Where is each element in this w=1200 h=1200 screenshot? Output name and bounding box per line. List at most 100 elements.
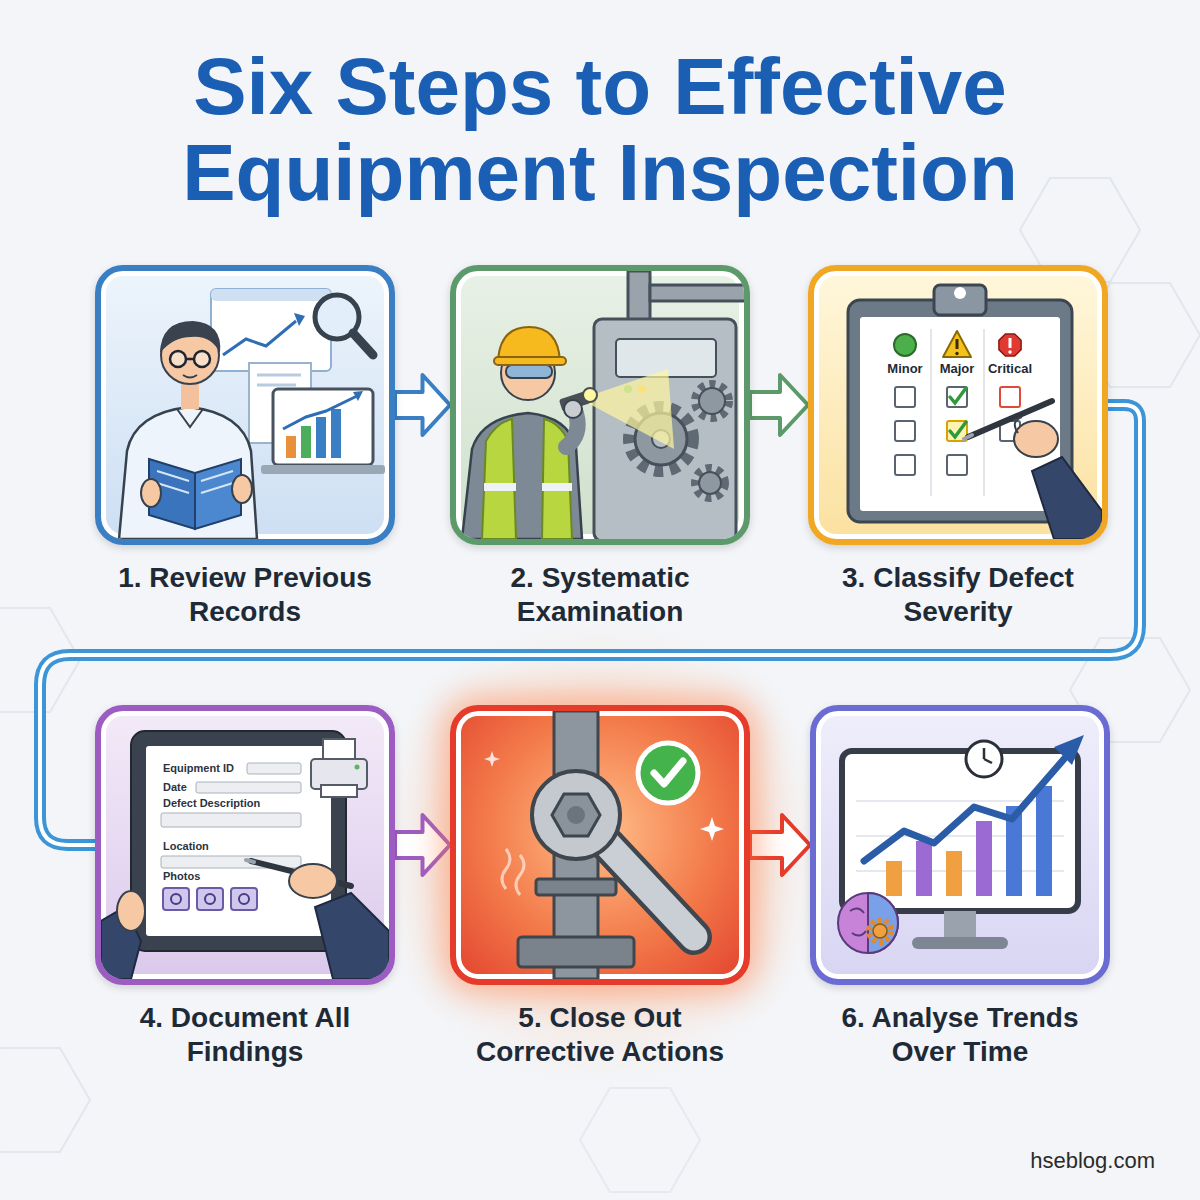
- trends-illustration-part: [1036, 786, 1052, 896]
- flow-arrow: [750, 815, 810, 875]
- records-illustration-part: [157, 471, 189, 481]
- severity-illustration-part: [947, 387, 967, 407]
- records-illustration-part: [353, 333, 373, 355]
- trends-illustration-part: [944, 911, 976, 939]
- trends-illustration-part: [1054, 735, 1084, 765]
- records-illustration-part: [201, 471, 233, 481]
- examination-illustration-part: [580, 369, 674, 449]
- records-illustration-part: [223, 321, 296, 355]
- examination-illustration-part: [498, 327, 560, 361]
- examination-illustration-part: [650, 285, 744, 301]
- documentation-illustration-part: [205, 894, 215, 904]
- form-field-label: Defect Description: [163, 797, 260, 810]
- form-field-label: Photos: [163, 870, 200, 883]
- documentation-illustration-part: [231, 888, 257, 910]
- corrective-illustration: [456, 711, 744, 979]
- step-node: 1. Review Previous Records: [95, 265, 395, 629]
- watermark: hseblog.com: [1030, 1148, 1155, 1173]
- severity-illustration-part: [1015, 417, 1022, 433]
- trends-illustration-part: [873, 924, 887, 938]
- trends-illustration-part: [856, 835, 1064, 837]
- step-tile: [450, 265, 750, 545]
- records-illustration-part: [141, 479, 161, 507]
- records-illustration-part: [261, 465, 385, 474]
- severity-illustration-part: [895, 387, 915, 407]
- documentation-illustration-part: [323, 739, 355, 761]
- records-illustration-part: [160, 321, 220, 353]
- examination-illustration-part: [494, 357, 566, 365]
- severity-illustration-part: [983, 329, 985, 496]
- step-tile: [808, 265, 1108, 545]
- step-node: 5. Close Out Corrective Actions: [450, 705, 750, 1069]
- corrective-illustration-part: [654, 761, 683, 784]
- corrective-illustration-part: [700, 817, 724, 841]
- severity-illustration-part: [943, 331, 971, 357]
- examination-illustration: [456, 271, 744, 539]
- documentation-illustration-part: [197, 888, 223, 910]
- records-illustration-part: [177, 409, 203, 427]
- step-node: 3. Classify Defect Severity: [808, 265, 1108, 629]
- trends-illustration-part: [976, 821, 992, 896]
- records-illustration-part: [183, 375, 197, 378]
- records-illustration-part: [119, 407, 257, 539]
- corrective-illustration-part: [532, 771, 620, 859]
- flow-arrow: [395, 375, 450, 435]
- documentation-illustration-part: [146, 746, 331, 936]
- severity-illustration-part: [999, 334, 1021, 356]
- examination-illustration-part: [564, 400, 582, 418]
- severity-illustration-part: [950, 422, 966, 437]
- severity-illustration-part: [1000, 387, 1020, 407]
- severity-heading: Minor: [887, 362, 922, 377]
- severity-illustration-part: [1009, 338, 1012, 348]
- flow-arrow: [395, 815, 450, 875]
- step-tile: [810, 705, 1110, 985]
- form-field-label: Location: [163, 840, 209, 853]
- severity-illustration-part: [947, 455, 967, 475]
- documentation-illustration-part: [289, 864, 337, 898]
- records-illustration-part: [194, 351, 210, 367]
- documentation-illustration-part: [315, 893, 389, 979]
- records-illustration-part: [316, 417, 326, 458]
- records-illustration-part: [257, 384, 296, 387]
- corrective-illustration-part: [567, 806, 585, 824]
- severity-illustration-part: [930, 329, 932, 496]
- records-illustration-part: [283, 395, 359, 429]
- records-illustration-part: [232, 475, 252, 503]
- records-illustration-part: [353, 391, 363, 401]
- trends-illustration-part: [984, 759, 992, 763]
- trends-illustration-part: [838, 893, 898, 953]
- severity-illustration-part: [956, 339, 959, 349]
- examination-illustration-part: [462, 413, 582, 539]
- records-illustration-part: [301, 426, 311, 458]
- documentation-illustration: [101, 711, 389, 979]
- trends-illustration-part: [868, 893, 898, 953]
- records-illustration-part: [331, 409, 341, 458]
- examination-illustration-part: [482, 419, 516, 539]
- background-part: [365, 617, 835, 1087]
- step-tile: [450, 705, 750, 985]
- trends-illustration-part: [886, 861, 902, 896]
- examination-illustration-part: [628, 271, 650, 323]
- examination-illustration-part: [695, 468, 725, 498]
- records-illustration-part: [201, 483, 233, 493]
- examination-illustration-part: [506, 365, 552, 378]
- records-illustration-part: [286, 436, 296, 458]
- records-illustration-part: [186, 358, 194, 361]
- corrective-illustration-part: [606, 843, 694, 937]
- severity-illustration-part: [894, 334, 916, 356]
- step-label: 1. Review Previous Records: [95, 561, 395, 629]
- severity-illustration-part: [1008, 350, 1011, 353]
- records-illustration-part: [257, 374, 301, 377]
- trends-illustration-part: [864, 759, 1064, 861]
- severity-illustration-part: [934, 285, 986, 315]
- corrective-illustration-part: [638, 743, 698, 803]
- step-tile: [95, 265, 395, 545]
- documentation-illustration-part: [355, 765, 360, 770]
- corrective-illustration-part: [606, 843, 694, 937]
- severity-illustration-part: [950, 388, 966, 403]
- examination-illustration-part: [542, 483, 572, 491]
- documentation-illustration-part: [246, 860, 254, 862]
- examination-illustration-part: [699, 472, 721, 494]
- trends-illustration-part: [983, 748, 986, 759]
